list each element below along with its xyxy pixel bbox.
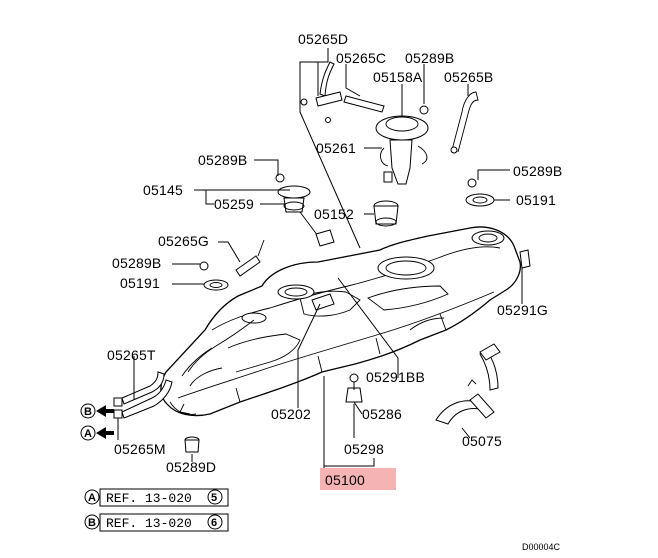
bolt-05286 [349,373,359,383]
clip-05289B-top [419,105,429,115]
fuel-pump-assembly [375,115,429,185]
hoses-05265T-05265M [113,371,173,419]
label-05145[interactable]: 05145 [143,182,183,198]
ref-a-box [99,488,229,507]
ref-a-page: 5 [211,492,217,504]
label-05075[interactable]: 05075 [462,433,502,449]
arrow-left-icon [96,427,114,439]
highlight-05100 [320,468,396,490]
label-05191-left[interactable]: 05191 [120,275,160,291]
filler-hose-05075 [435,343,501,425]
leader-lines [117,48,523,472]
label-05265G[interactable]: 05265G [158,233,209,249]
ref-b-letter: B [88,517,96,529]
hose-05265G [235,255,261,277]
reference-b[interactable]: B REF. 13-020 6 [84,513,229,532]
grommet-05298 [345,387,363,403]
label-05289B-right[interactable]: 05289B [513,163,562,179]
label-05265M[interactable]: 05265M [114,441,166,457]
clip-05289B-right [467,178,477,188]
clip-05291G [519,249,531,269]
label-05191-right[interactable]: 05191 [516,192,556,208]
label-05259[interactable]: 05259 [214,196,254,212]
hose-05265D-end [315,91,343,107]
label-05291G[interactable]: 05291G [497,302,548,318]
ref-a-letter: A [88,492,96,504]
clip-05289B-left [275,173,285,183]
gasket-05191-right [465,193,495,207]
drain-plug-05289D [184,436,200,453]
ref-b-page: 6 [211,517,217,529]
bolt-small-1 [325,117,331,123]
label-05291BB[interactable]: 05291BB [366,369,425,385]
label-05289B-top[interactable]: 05289B [405,50,454,66]
label-05261[interactable]: 05261 [316,140,356,156]
label-05289D[interactable]: 05289D [166,459,216,475]
label-05289B-mid[interactable]: 05289B [112,255,161,271]
ref-b-box [99,513,229,532]
label-05202[interactable]: 05202 [271,406,311,422]
clip-05289B-mid [199,261,209,271]
label-05265B[interactable]: 05265B [444,69,493,85]
fuel-sender-unit [277,185,335,247]
connector-a-letter: A [84,428,92,440]
label-05265C[interactable]: 05265C [336,50,386,66]
hose-05265B [451,91,479,153]
label-05289B-left[interactable]: 05289B [198,152,247,168]
label-05298[interactable]: 05298 [344,441,384,457]
connector-b-letter: B [84,406,92,418]
connector-a-circle [80,425,96,441]
ref-a-text: REF. 13-020 [106,491,192,506]
label-05265D[interactable]: 05265D [298,31,348,47]
label-05158A[interactable]: 05158A [373,69,423,85]
label-05152[interactable]: 05152 [314,206,354,222]
ref-b-text: REF. 13-020 [106,516,192,531]
diagram-code: D00004C [522,542,561,552]
bolt-small-2 [300,98,308,106]
connector-b-circle [80,403,96,419]
label-05265T[interactable]: 05265T [107,347,156,363]
reference-a[interactable]: A REF. 13-020 5 [84,488,229,507]
hose-05265D [319,61,335,97]
part-labels: 05265D 05265C 05289B 05158A 05265B 05261… [107,31,562,490]
label-05100[interactable]: 05100 [325,472,365,488]
hose-05265C [343,95,385,113]
connector-markers: B A [80,403,114,441]
gasket-05191-left [203,279,229,291]
fuel-filter-05152 [373,200,399,227]
label-05286[interactable]: 05286 [362,406,402,422]
arrow-left-icon [96,405,114,417]
clip-small [450,146,458,154]
hose-05265G-pipe [257,239,265,257]
fuel-tank-drawing [160,226,522,417]
